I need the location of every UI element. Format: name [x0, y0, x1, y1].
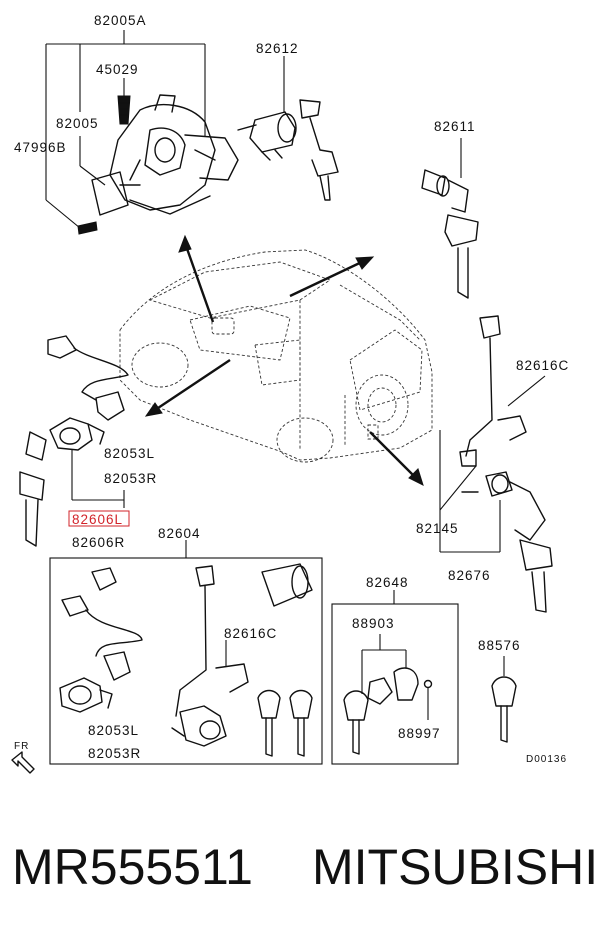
callout-82053R-left: 82053R [104, 471, 157, 486]
leaders-ignition [45, 30, 206, 229]
left-door-handle-assembly [19, 335, 129, 547]
callout-82606L: 82606L [72, 512, 123, 527]
blank-key-88576 [491, 656, 517, 743]
callout-88997: 88997 [398, 726, 441, 741]
callout-47996B: 47996B [14, 140, 67, 155]
front-direction-marker: FR [11, 741, 35, 774]
part-number: MR555511 [12, 839, 253, 895]
callout-45029: 45029 [96, 62, 139, 77]
callout-82606R: 82606R [72, 535, 125, 550]
ignition-lock-assembly [77, 94, 239, 235]
callout-82612: 82612 [256, 41, 299, 56]
callout-82648: 82648 [366, 575, 409, 590]
brand-name: MITSUBISHI [312, 839, 599, 895]
rear-lock-assembly [439, 315, 553, 613]
callout-82053L-left: 82053L [104, 446, 155, 461]
callout-82053R-box: 82053R [88, 746, 141, 761]
callout-82616C-box: 82616C [224, 626, 277, 641]
callout-82053L-box: 82053L [88, 723, 139, 738]
front-marker-label: FR [14, 741, 29, 752]
part-caption: MR555511 MITSUBISHI [0, 838, 600, 908]
callout-88576: 88576 [478, 638, 521, 653]
pointer-arrows [144, 234, 424, 486]
callout-82145: 82145 [416, 521, 459, 536]
callout-82005A: 82005A [94, 13, 147, 28]
callout-82604: 82604 [158, 526, 201, 541]
kit-box-82648 [331, 590, 459, 765]
vehicle-outline [119, 249, 433, 463]
door-cylinder-82612 [237, 56, 339, 201]
callout-82616C-right: 82616C [516, 358, 569, 373]
door-cylinder-82611 [421, 138, 479, 299]
callout-88903: 88903 [352, 616, 395, 631]
callout-labels: 82005A 45029 82005 47996B 82612 82611 82… [14, 13, 569, 765]
callout-82676: 82676 [448, 568, 491, 583]
callout-82005: 82005 [56, 116, 99, 131]
callout-82611: 82611 [434, 119, 476, 134]
diagram-code: D00136 [526, 754, 567, 765]
kit-box-82604 [49, 540, 323, 765]
